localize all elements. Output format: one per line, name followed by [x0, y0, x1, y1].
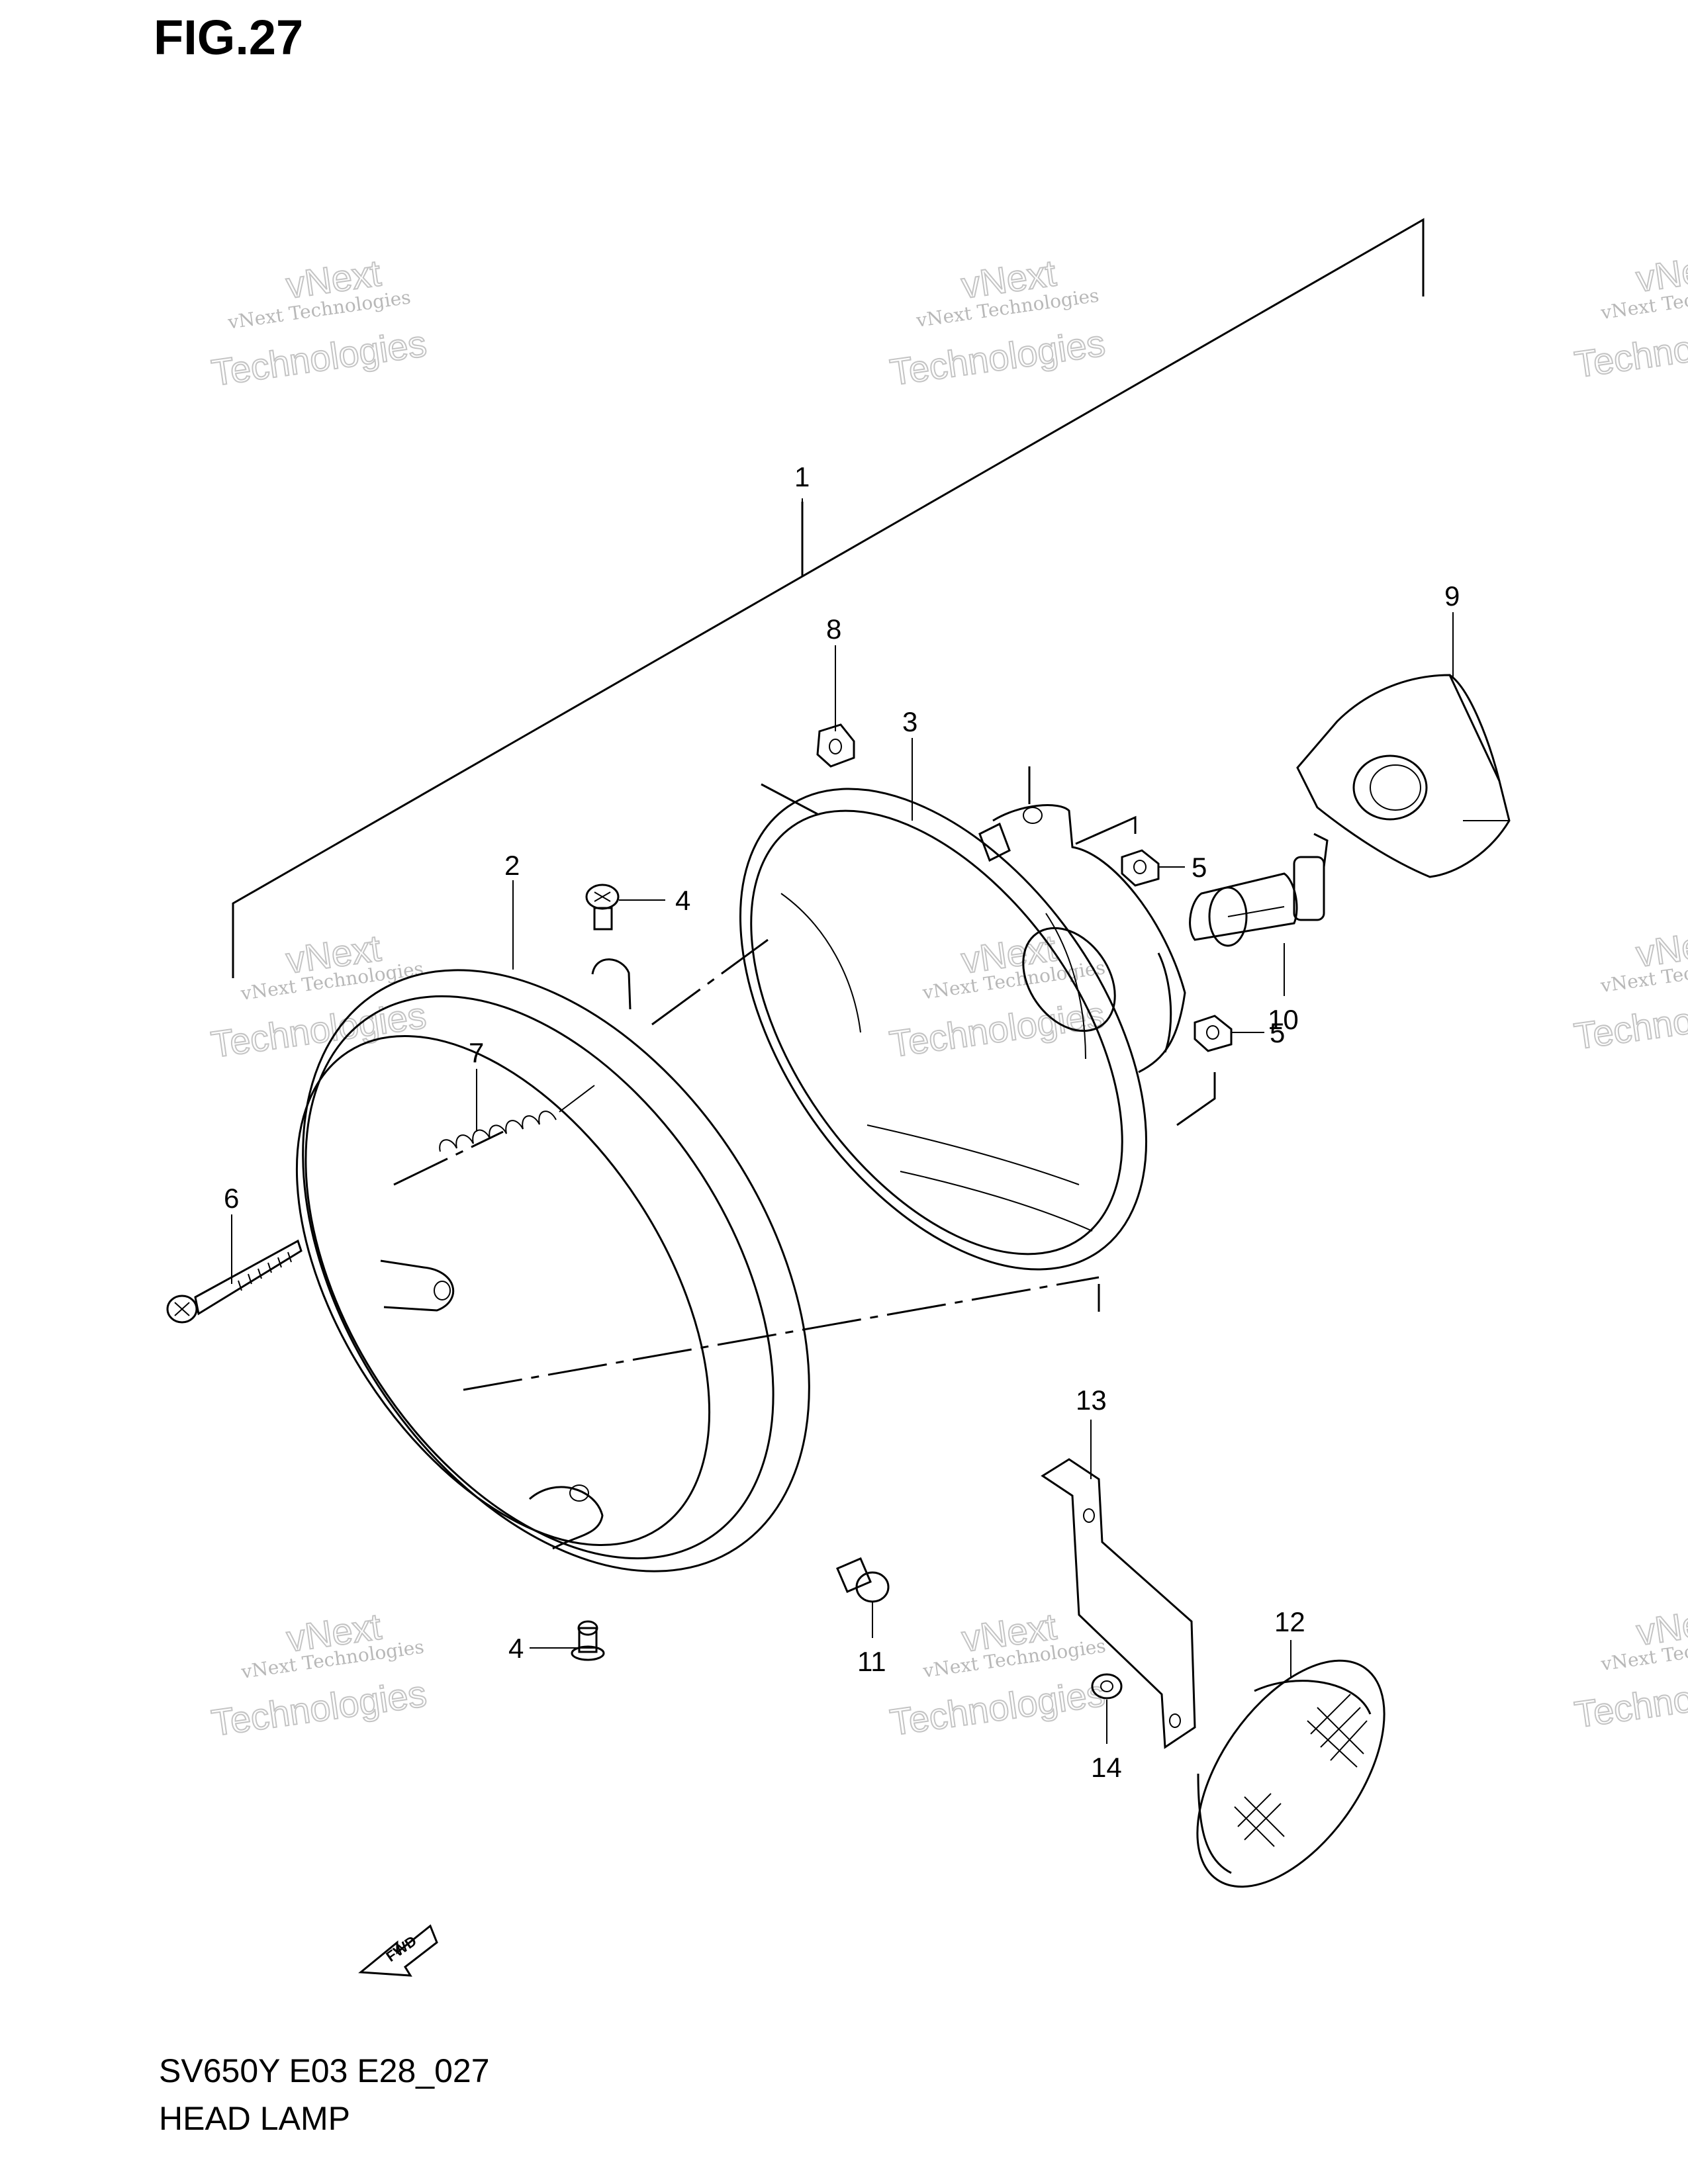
- callout-5-lower: 5: [1270, 1017, 1285, 1048]
- watermark-top-left: vNext vNext Technologies Technologies: [209, 251, 430, 394]
- callout-7: 7: [469, 1037, 484, 1068]
- svg-text:Technologies: Technologies: [1572, 1664, 1688, 1735]
- svg-text:Technologies: Technologies: [888, 322, 1107, 393]
- callout-6: 6: [224, 1183, 239, 1214]
- screw-4-lower: [571, 1620, 605, 1661]
- watermark-low-right: vNext vNext Technologies Technologies: [1571, 1598, 1688, 1737]
- callout-2: 2: [504, 850, 520, 881]
- watermark-mid-right: vNext vNext Technologies Technologies: [1571, 920, 1688, 1058]
- svg-text:Technologies: Technologies: [1571, 985, 1688, 1057]
- svg-text:Technologies: Technologies: [1572, 314, 1688, 385]
- watermark-top-center: vNext vNext Technologies Technologies: [887, 251, 1108, 394]
- callout-10: 10: [1268, 1004, 1299, 1035]
- headlamp-rim: [295, 958, 810, 1572]
- screw-6: [166, 1239, 303, 1324]
- callout-13: 13: [1076, 1385, 1107, 1416]
- nut-5-lower: [1194, 1015, 1233, 1052]
- explode-lines: [393, 766, 1216, 1391]
- nut-14: [1091, 1673, 1123, 1700]
- callout-12: 12: [1274, 1606, 1305, 1637]
- callout-3: 3: [902, 706, 917, 737]
- figure-title: FIG.27: [154, 10, 304, 65]
- callout-11: 11: [857, 1646, 886, 1677]
- headlamp-unit: [739, 788, 1186, 1271]
- screw-11: [836, 1557, 890, 1603]
- watermark-low-left: vNext vNext Technologies Technologies: [209, 1604, 430, 1744]
- drawing-name: HEAD LAMP: [159, 2100, 350, 2137]
- callout-14: 14: [1091, 1752, 1122, 1783]
- watermark-low-center: vNext vNext Technologies Technologies: [887, 1604, 1108, 1744]
- callout-5-upper: 5: [1192, 852, 1207, 883]
- callout-9: 9: [1444, 580, 1460, 612]
- callout-1: 1: [794, 461, 810, 492]
- svg-text:Technologies: Technologies: [209, 322, 429, 394]
- watermark-top-right: vNext vNext Technologies Technologies: [1571, 245, 1688, 387]
- screw-4-upper: [585, 884, 620, 931]
- fwd-arrow-icon: FWD: [358, 1924, 438, 1977]
- svg-text:Technologies: Technologies: [209, 1672, 429, 1744]
- nut-5-upper: [1121, 849, 1160, 887]
- spring-7: [439, 1085, 595, 1152]
- headlamp-bulb: [1189, 833, 1329, 947]
- socket-cover: [1296, 674, 1511, 878]
- leader-lines: [231, 498, 1454, 1744]
- bracket-13: [1041, 1458, 1196, 1749]
- callout-4-lower: 4: [508, 1633, 524, 1664]
- callout-8: 8: [826, 614, 841, 645]
- svg-text:Technologies: Technologies: [888, 1672, 1107, 1743]
- reflector-12: [1196, 1659, 1385, 1888]
- drawing-code: SV650Y E03 E28_027: [159, 2052, 490, 2089]
- callout-4-upper: 4: [675, 885, 690, 916]
- nut-8: [816, 723, 855, 768]
